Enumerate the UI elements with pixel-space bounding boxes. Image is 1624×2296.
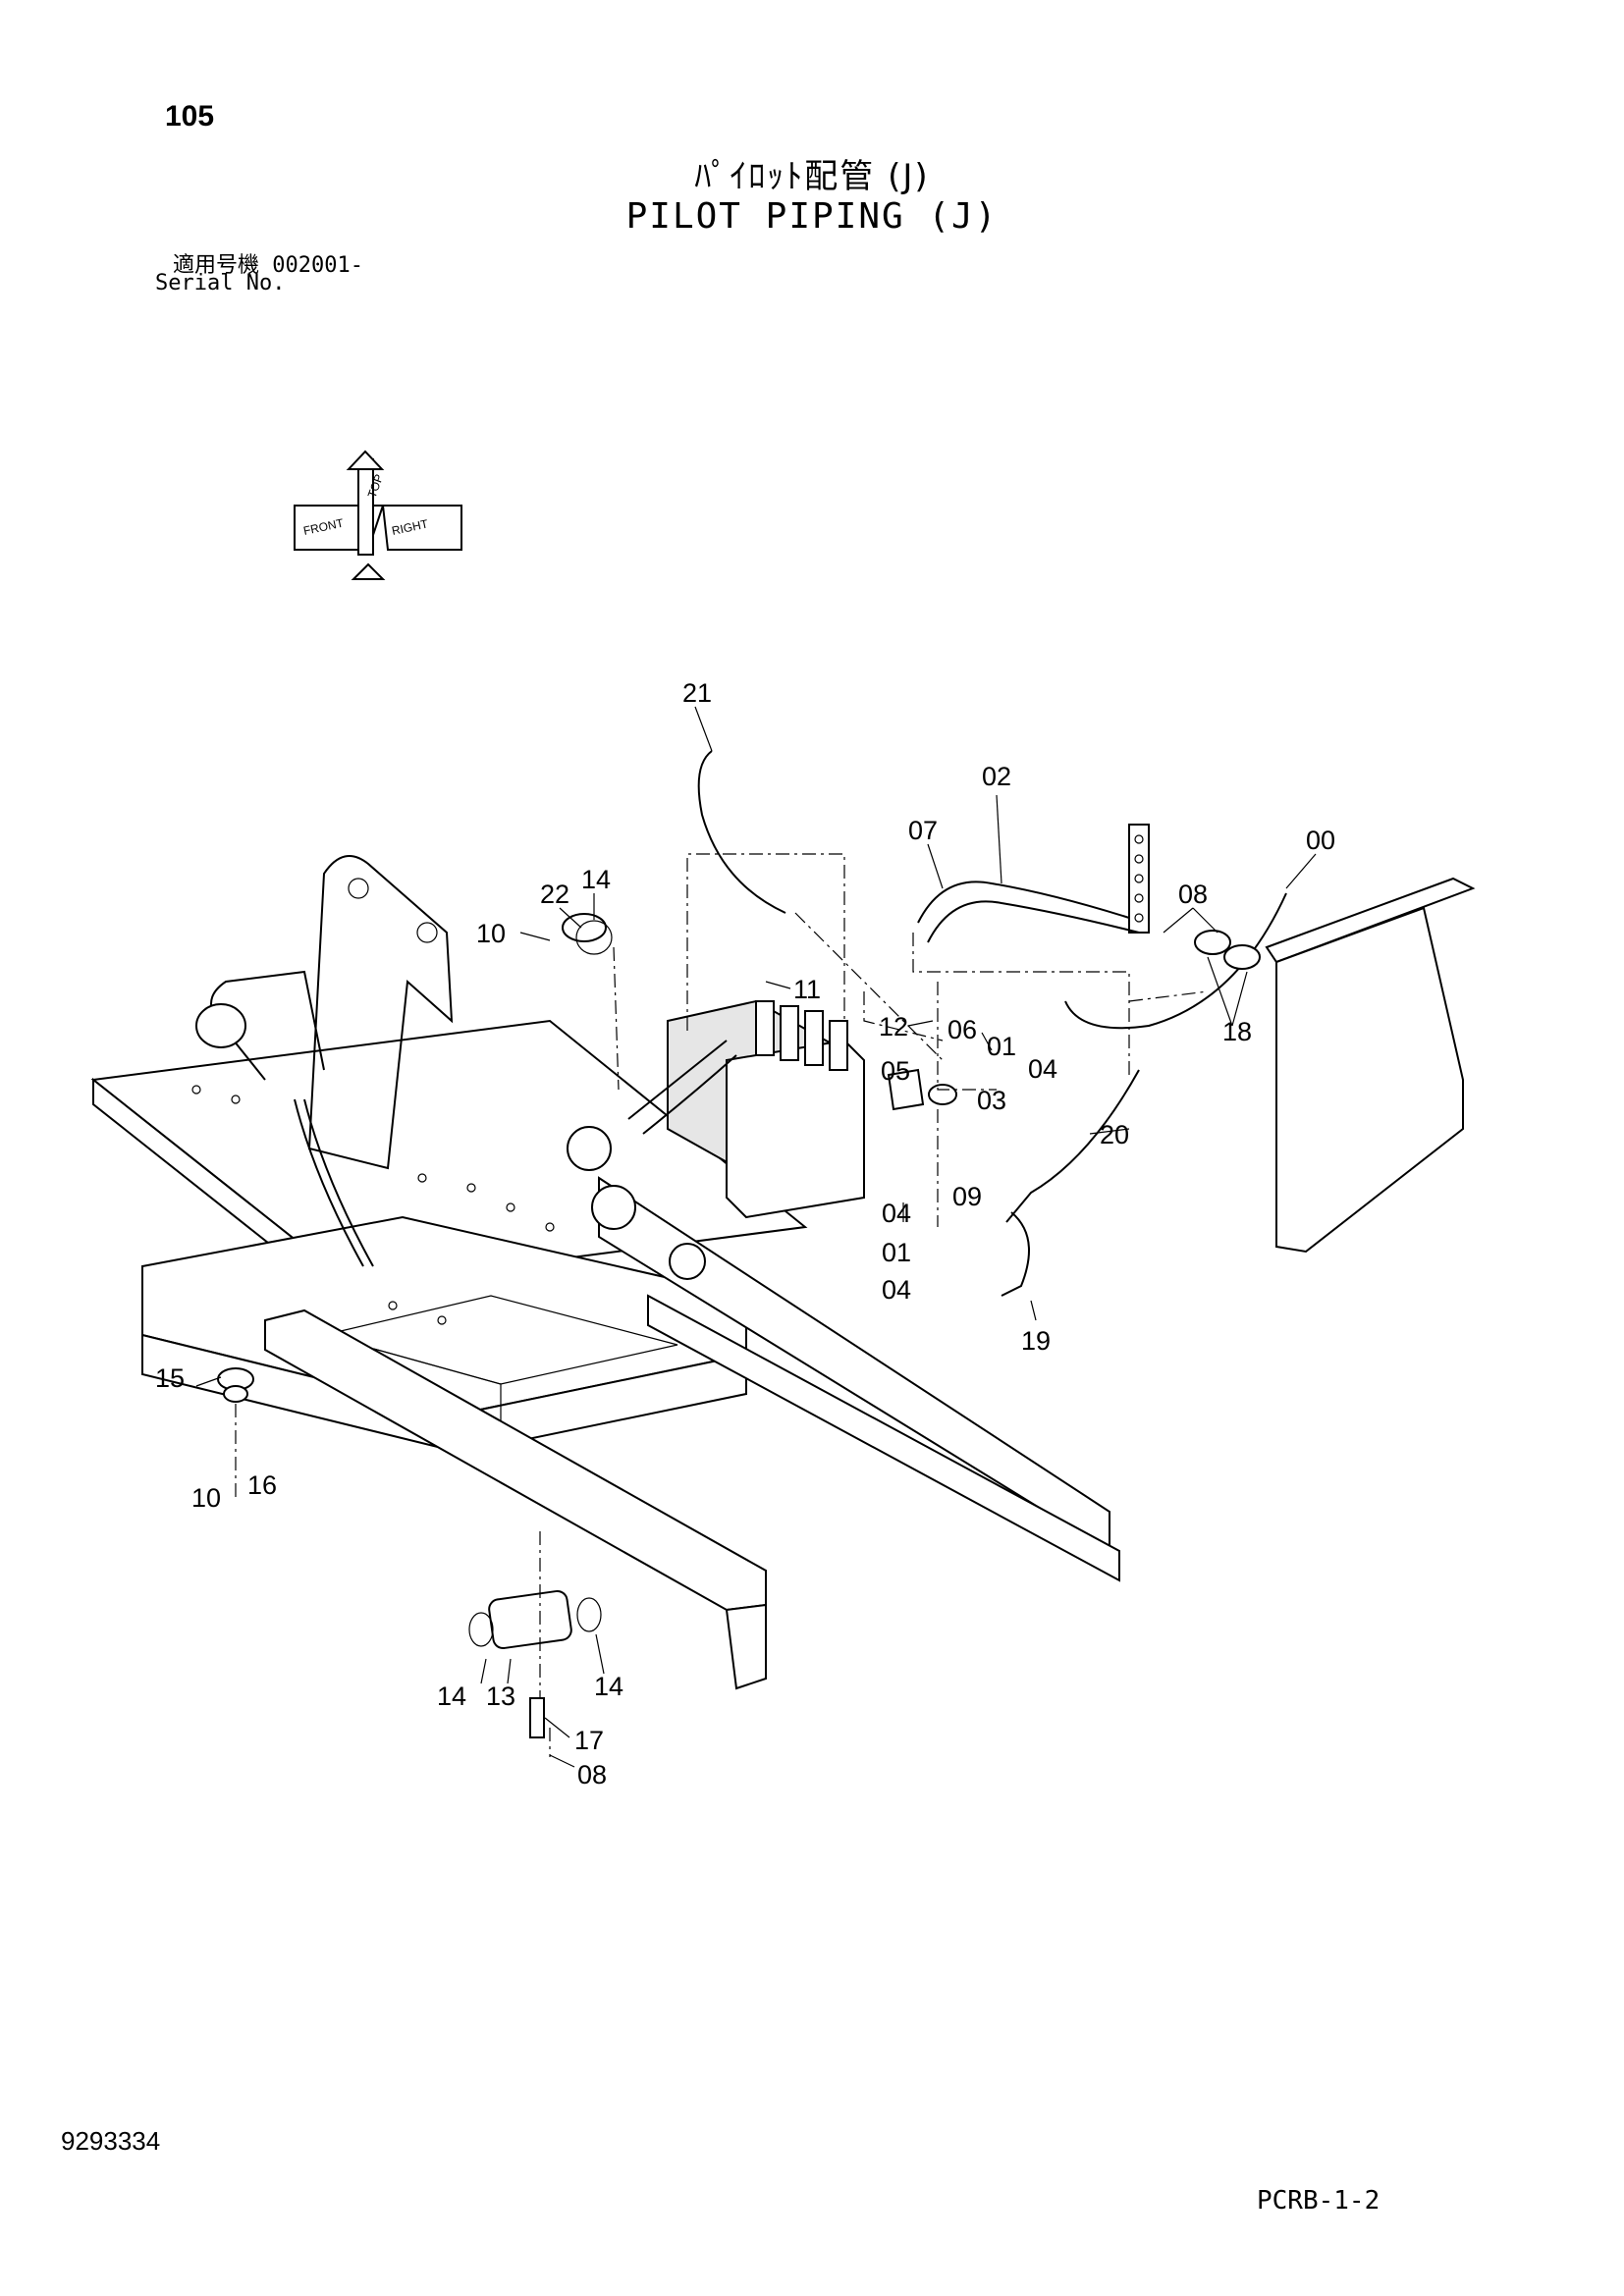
callout-07: 07 [908, 816, 938, 845]
callout-13: 13 [486, 1682, 515, 1711]
callout-10: 10 [476, 919, 506, 948]
hose-19 [1001, 1211, 1030, 1297]
pilot-valve-block [667, 999, 865, 1219]
hose-20 [1005, 1069, 1140, 1223]
callout-14b: 14 [437, 1682, 466, 1711]
plate-05 [887, 1068, 925, 1111]
page-title-japanese: ﾊﾟｲﾛｯﾄ配管 (J) [694, 157, 930, 196]
hose-00 [1064, 892, 1287, 1030]
callout-19: 19 [1021, 1326, 1051, 1356]
clamp-22 [562, 913, 607, 942]
tee-03 [928, 1084, 957, 1105]
sleeve-13 [488, 1589, 572, 1650]
orientation-icon: FRONT TOP RIGHT [294, 450, 462, 580]
page-number: 105 [165, 100, 215, 133]
boom-bracket [307, 855, 454, 1170]
callout-15: 15 [155, 1363, 185, 1393]
document-number: 9293334 [61, 2126, 161, 2156]
callout-11: 11 [793, 975, 821, 1004]
callout-21: 21 [682, 678, 712, 708]
callout-20: 20 [1100, 1120, 1129, 1149]
callout-04: 04 [1028, 1054, 1057, 1084]
ring-14 [575, 920, 613, 955]
serial-label: Serial No. [155, 271, 286, 295]
callout-12: 12 [879, 1012, 908, 1041]
callout-14c: 14 [594, 1672, 623, 1701]
bracket-17 [529, 1697, 545, 1738]
side-cover [1128, 824, 1476, 1254]
callout-04c: 04 [882, 1275, 911, 1305]
small-parts [217, 913, 1261, 1738]
callout-18: 18 [1222, 1017, 1252, 1046]
callouts: 21 02 07 00 22 14 08 10 11 12 06 01 04 0… [155, 678, 1335, 1789]
page-code: PCRB-1-2 [1257, 2186, 1380, 2216]
leader-lines [195, 706, 1317, 1768]
callout-05: 05 [881, 1056, 910, 1086]
callout-06: 06 [947, 1015, 977, 1044]
callout-09: 09 [952, 1182, 982, 1211]
callout-04b: 04 [882, 1199, 911, 1228]
hoses [294, 750, 1287, 1297]
callout-10b: 10 [191, 1483, 221, 1513]
clip-16 [223, 1385, 248, 1403]
page-title: PILOT PIPING (J) [625, 196, 999, 237]
callout-00: 00 [1306, 826, 1335, 855]
callout-01b: 01 [882, 1238, 911, 1267]
callout-08: 08 [1178, 880, 1208, 909]
right-rail-lower [647, 1294, 1120, 1582]
hose-21 [697, 750, 786, 914]
clamp-18b [1223, 944, 1261, 970]
serial-label-japanese: 適用号機 002001- [173, 253, 363, 278]
callout-16: 16 [247, 1470, 277, 1500]
frame-drawing [90, 855, 1120, 1690]
clamp-18a [1194, 930, 1231, 955]
callout-22: 22 [540, 880, 569, 909]
boom-pin-boss [195, 1003, 246, 1048]
callout-08b: 08 [577, 1760, 607, 1789]
assembly-lines [235, 853, 1209, 1757]
callout-14: 14 [581, 865, 611, 894]
ring-14-right [576, 1597, 602, 1632]
hose-02 [917, 881, 1130, 924]
callout-03: 03 [977, 1086, 1006, 1115]
callout-01: 01 [987, 1032, 1016, 1061]
left-front-rail-end [725, 1603, 767, 1690]
callout-02: 02 [982, 762, 1011, 791]
ring-14-left [468, 1612, 494, 1647]
callout-17: 17 [574, 1726, 604, 1755]
